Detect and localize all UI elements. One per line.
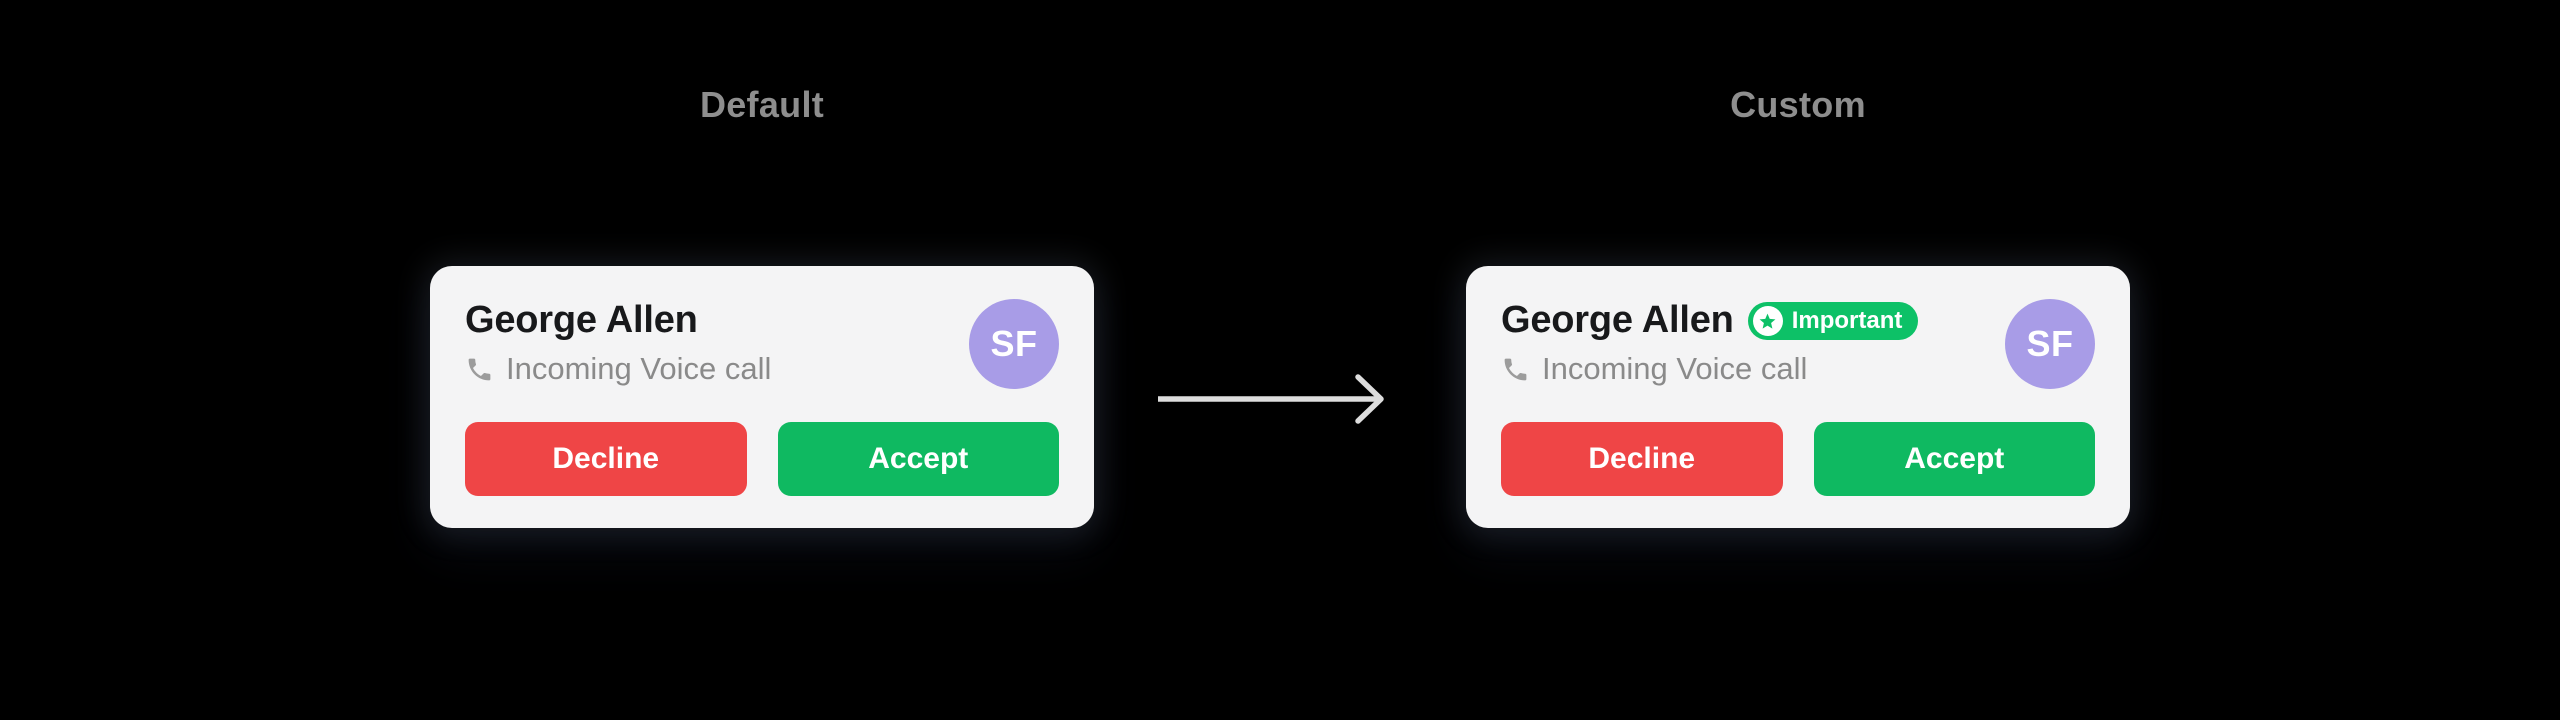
avatar: SF (969, 299, 1059, 389)
arrow-right-icon (1155, 371, 1405, 427)
phone-icon (465, 355, 494, 384)
panel-title-default: Default (699, 84, 825, 125)
caller-name-row: George Allen Important (1501, 299, 1919, 343)
caller-name: George Allen (465, 299, 698, 342)
card-header: George Allen Important (1501, 299, 2095, 389)
call-actions: Decline Accept (465, 422, 1059, 496)
panel-default: Default George Allen Incoming Voice call (430, 0, 1094, 720)
caller-name: George Allen (1501, 299, 1734, 342)
call-subtitle-row: Incoming Voice call (465, 351, 771, 388)
accept-button[interactable]: Accept (777, 422, 1059, 496)
panel-custom: Custom George Allen Important (1466, 0, 2130, 720)
call-subtitle-row: Incoming Voice call (1501, 351, 1918, 388)
star-icon (1752, 306, 1783, 336)
decline-button[interactable]: Decline (1501, 422, 1783, 496)
caller-info: George Allen Incoming Voice call (465, 299, 771, 388)
call-subtitle: Incoming Voice call (506, 351, 772, 387)
phone-icon (1501, 355, 1530, 384)
call-actions: Decline Accept (1501, 422, 2095, 496)
accept-button[interactable]: Accept (1813, 422, 2095, 496)
call-subtitle: Incoming Voice call (1542, 351, 1808, 387)
important-badge-label: Important (1791, 306, 1903, 334)
decline-button[interactable]: Decline (465, 422, 747, 496)
caller-name-row: George Allen (465, 299, 771, 343)
caller-info: George Allen Important (1501, 299, 1919, 388)
card-header: George Allen Incoming Voice call SF (465, 299, 1059, 389)
incoming-call-card-default: George Allen Incoming Voice call SF Decl… (430, 266, 1094, 528)
important-badge: Important (1747, 302, 1919, 340)
incoming-call-card-custom: George Allen Important (1466, 266, 2130, 528)
avatar: SF (2005, 299, 2095, 389)
panel-title-custom: Custom (1730, 84, 1866, 125)
